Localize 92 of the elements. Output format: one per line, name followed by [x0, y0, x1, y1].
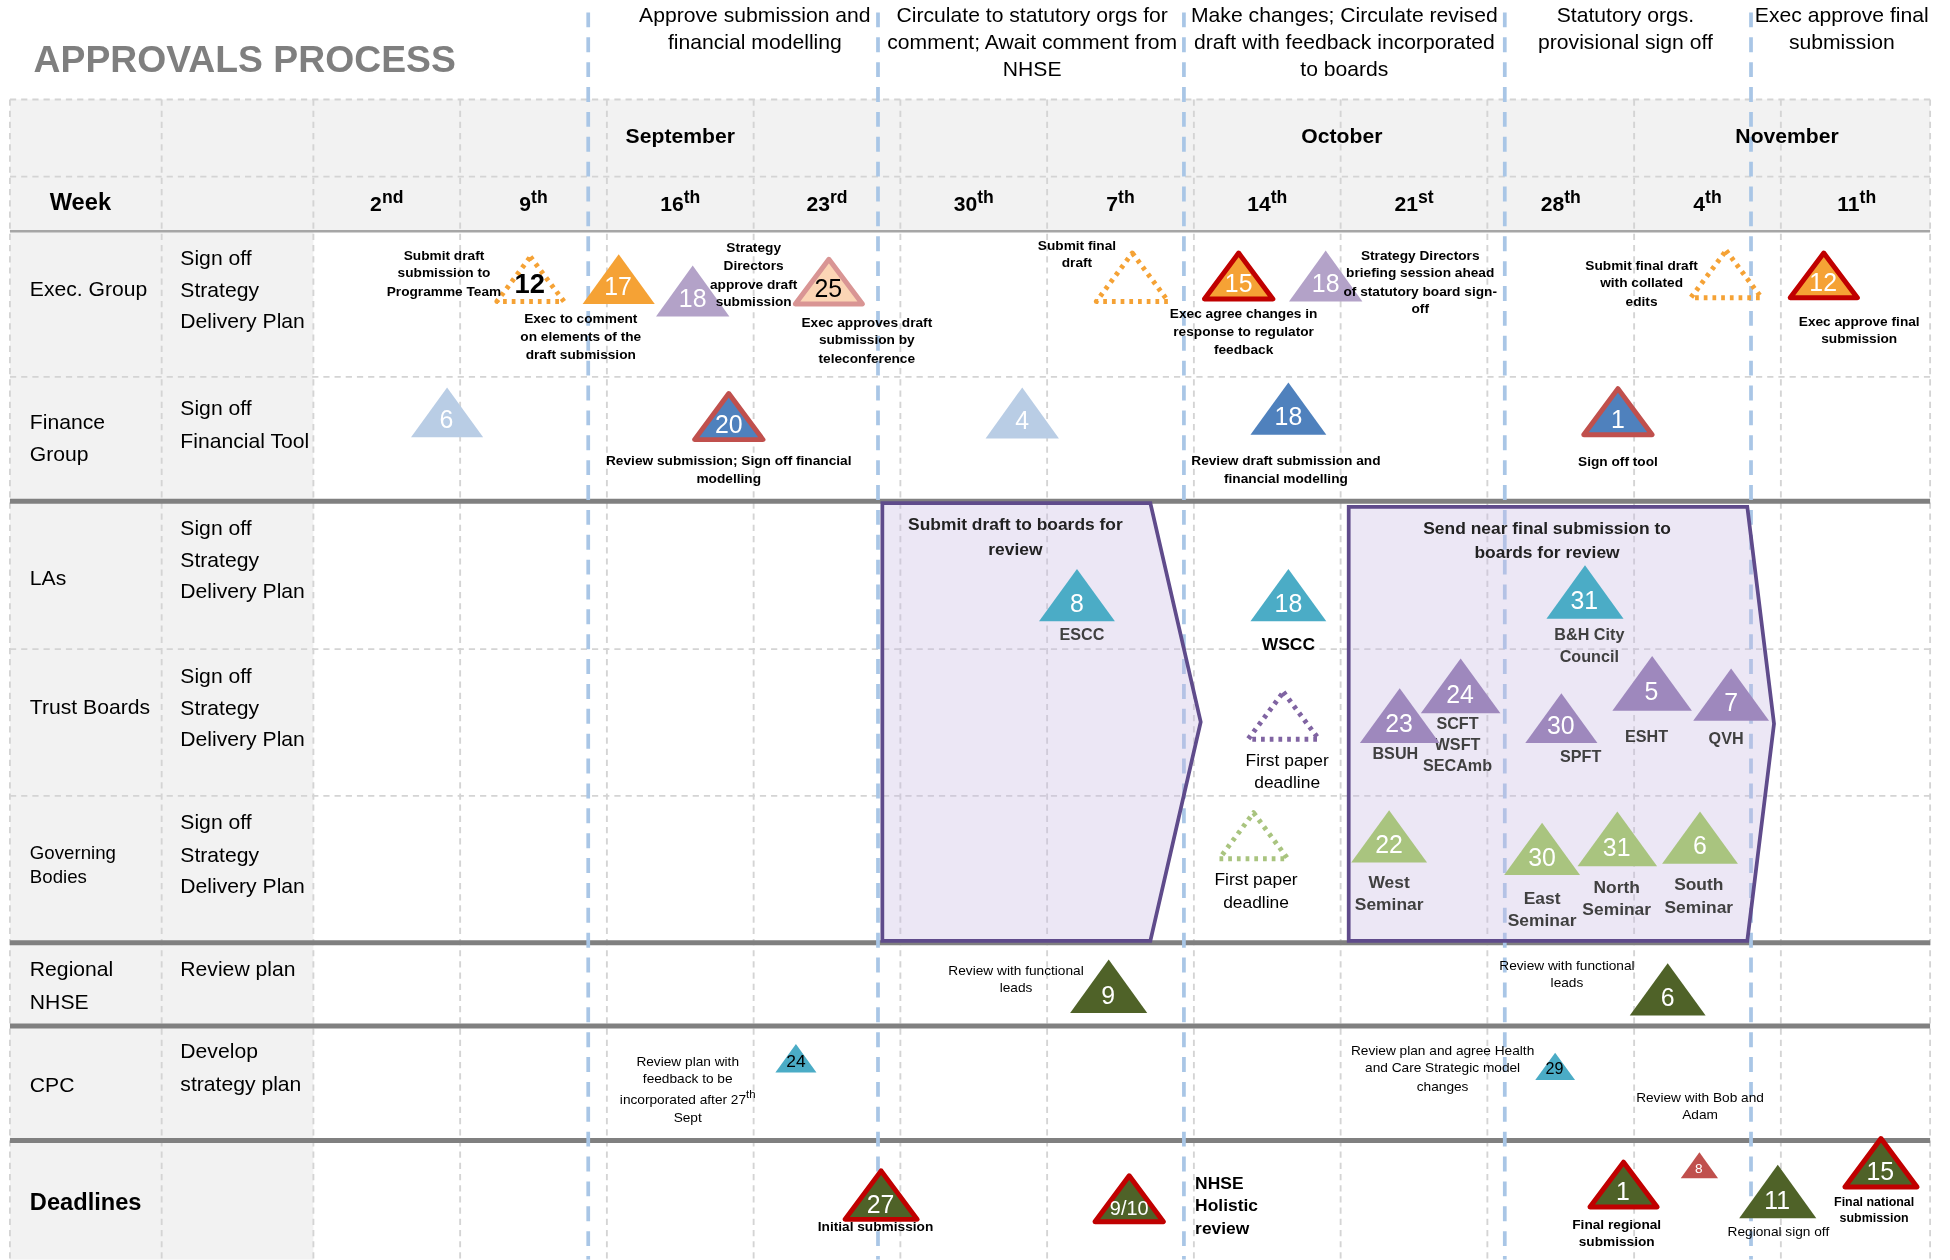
- diagram-title: APPROVALS PROCESS: [33, 38, 456, 81]
- row-heading: Exec. Group: [29, 276, 149, 303]
- milestone-triangle: 15: [1839, 1134, 1921, 1191]
- milestone-caption: BSUH: [1371, 743, 1420, 765]
- row-description: Sign off Strategy Delivery Plan: [180, 245, 306, 336]
- row-description: Sign off Strategy Delivery Plan: [180, 663, 306, 754]
- row-description: Review plan: [180, 956, 297, 984]
- milestone-caption: Exec approve final submission: [1797, 312, 1921, 348]
- milestone-triangle: 24: [1418, 656, 1502, 714]
- row-description: Develop strategy plan: [180, 1038, 303, 1097]
- row-heading: CPC: [29, 1072, 76, 1099]
- row-heading: Governing Bodies: [29, 841, 117, 889]
- milestone-triangle: 6: [1660, 809, 1740, 865]
- milestone-caption: First paper deadline: [1213, 868, 1299, 914]
- milestone-caption: South Seminar: [1663, 873, 1735, 919]
- row-heading: LAs: [29, 564, 68, 592]
- milestone-caption: Exec agree changes in response to regulator feedback: [1168, 304, 1319, 359]
- milestone-triangle: 12: [1785, 248, 1862, 301]
- milestone-triangle: 24: [773, 1042, 819, 1074]
- month-heading: November: [1734, 123, 1840, 150]
- milestone-caption: Final regional submission: [1571, 1215, 1663, 1251]
- row-description: Sign off Strategy Delivery Plan: [180, 809, 306, 900]
- week-date: 2$^{nd}$: [369, 186, 405, 218]
- milestone-caption: QVH: [1707, 728, 1745, 750]
- row-description: Sign off Financial Tool: [180, 395, 311, 455]
- week-date: 28$^{th}$: [1539, 186, 1582, 218]
- milestone-caption: Exec to comment on elements of the draft submission: [519, 309, 643, 363]
- row-description: Sign off Strategy Delivery Plan: [180, 515, 306, 606]
- row-heading: Regional NHSE: [29, 956, 115, 1015]
- milestone-caption: SPFT: [1558, 747, 1603, 769]
- week-date: 14$^{th}$: [1246, 186, 1289, 218]
- phase-heading: Statutory orgs. provisional sign off: [1537, 2, 1714, 56]
- milestone-caption: East Seminar: [1506, 886, 1578, 932]
- phase-heading: Circulate to statutory orgs for comment; Await comment from NHSE: [886, 2, 1179, 82]
- milestone-triangle: 8: [1678, 1150, 1720, 1179]
- milestone-triangle: 22: [1349, 808, 1429, 864]
- milestone-triangle: 18: [1248, 380, 1329, 436]
- phase-heading: Exec approve final submission: [1753, 2, 1930, 56]
- milestone-caption: Review submission; Sign off financial modelling: [605, 451, 853, 487]
- milestone-triangle: 27: [840, 1166, 921, 1223]
- week-date: 7$^{th}$: [1105, 186, 1136, 218]
- milestone-caption: Review with functional leads: [1498, 956, 1636, 992]
- milestone-caption: Exec approves draft submission by teleconference: [800, 313, 934, 367]
- milestone-triangle: 17: [580, 252, 656, 305]
- week-date: 11$^{th}$: [1836, 186, 1878, 218]
- milestone-caption: North Seminar: [1581, 875, 1653, 921]
- band-title: Submit draft to boards for review: [907, 512, 1124, 561]
- week-date: 23$^{rd}$: [805, 186, 849, 218]
- milestone-triangle: 1: [1585, 1157, 1661, 1211]
- column-heading: Week: [49, 188, 113, 218]
- milestone-caption: NHSE Holistic review: [1195, 1171, 1259, 1240]
- milestone-caption: Review plan with feedback to be incorporated after 27$^{th}$ Sept: [618, 1052, 757, 1126]
- row-heading: Trust Boards: [29, 694, 152, 721]
- row-heading: Deadlines: [29, 1187, 143, 1217]
- milestone-triangle: 4: [983, 385, 1061, 439]
- milestone-caption: Final national submission: [1833, 1194, 1916, 1227]
- milestone-caption: ESHT: [1624, 727, 1670, 749]
- milestone-triangle: 8: [1037, 567, 1117, 622]
- phase-heading: Make changes; Circulate revised draft with feedback incorporated to boards: [1190, 2, 1499, 82]
- milestone-caption: Review with functional leads: [947, 961, 1085, 997]
- milestone-triangle: 9/10: [1090, 1171, 1168, 1225]
- milestone-caption: Submit final draft: [1036, 236, 1118, 272]
- milestone-caption: Strategy Directors briefing session ahead of statutory board sign-off: [1342, 246, 1498, 318]
- milestone-caption: Submit draft submission to Programme Team: [385, 246, 503, 300]
- row-heading: Finance Group: [29, 409, 107, 468]
- band-title: Send near final submission to boards for review: [1422, 516, 1672, 565]
- milestone-caption: ESCC: [1058, 625, 1106, 647]
- milestone-caption: WSCC: [1260, 633, 1316, 656]
- milestone-caption: Sign off tool: [1577, 452, 1659, 471]
- week-date: 30$^{th}$: [952, 186, 995, 218]
- week-date: 9$^{th}$: [518, 186, 549, 218]
- milestone-caption: Review with Bob and Adam: [1635, 1088, 1765, 1124]
- milestone-triangle: 7: [1691, 666, 1771, 722]
- milestone-triangle: 18: [1248, 567, 1329, 622]
- phase-heading: Approve submission and financial modelling: [638, 2, 872, 56]
- milestone-caption: Regional sign off: [1726, 1222, 1831, 1241]
- month-heading: September: [624, 123, 736, 150]
- milestone-triangle: 30: [1502, 820, 1582, 876]
- milestone-triangle: 31: [1575, 809, 1659, 867]
- milestone-caption: First paper deadline: [1244, 748, 1330, 794]
- week-date: 4$^{th}$: [1692, 186, 1723, 218]
- milestone-triangle: 15: [1200, 248, 1278, 303]
- month-heading: October: [1300, 123, 1384, 150]
- week-date: 21$^{st}$: [1393, 186, 1435, 218]
- milestone-triangle: 1: [1579, 384, 1657, 438]
- milestone-caption: Strategy Directors approve draft submission: [708, 239, 799, 310]
- milestone-triangle: 6: [408, 385, 485, 438]
- milestone-caption: West Seminar: [1353, 870, 1425, 916]
- week-date: 16$^{th}$: [659, 186, 702, 218]
- milestone-triangle: 20: [690, 389, 768, 443]
- milestone-caption: Review draft submission and financial modelling: [1190, 451, 1382, 487]
- milestone-caption: Submit final draft with collated edits: [1584, 256, 1699, 310]
